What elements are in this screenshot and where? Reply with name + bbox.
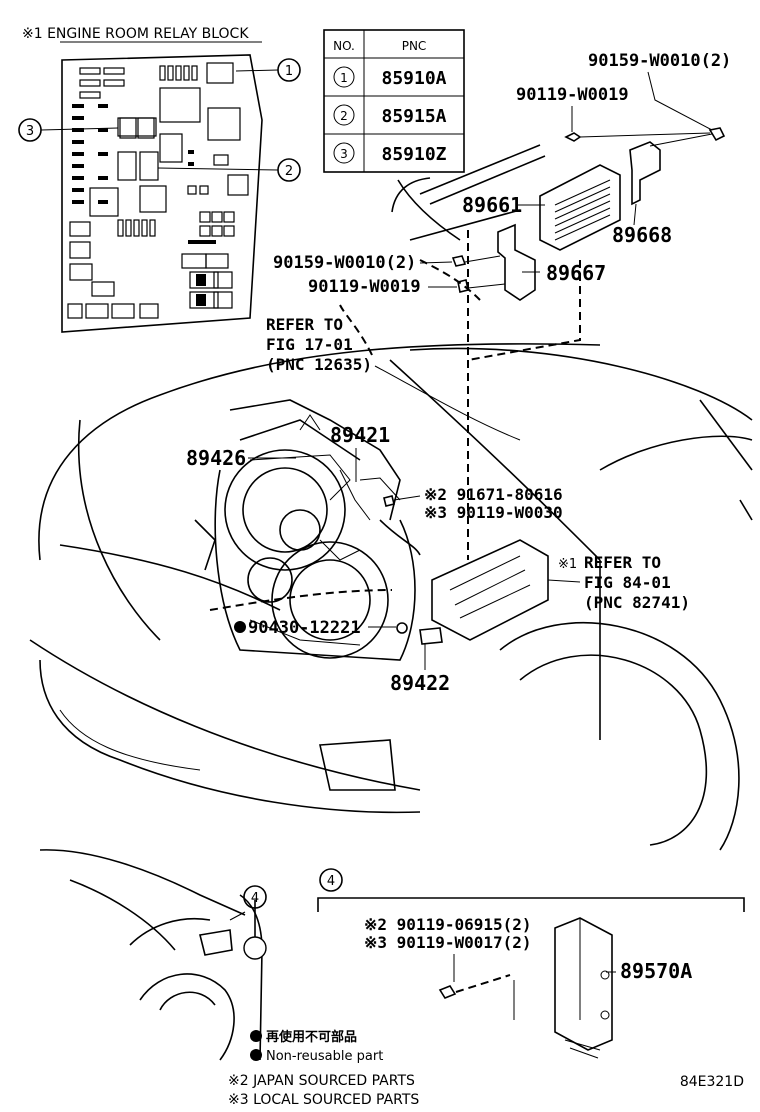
callout-2: 2 bbox=[285, 164, 293, 179]
label-90119-06915: ※2 90119-06915(2) bbox=[364, 915, 532, 934]
pnc-row-no: 3 bbox=[340, 147, 348, 161]
non-reusable-dot bbox=[234, 621, 246, 633]
pnc-row-value: 85910Z bbox=[381, 144, 446, 165]
relay-block-drawing bbox=[61, 54, 263, 333]
relay-block-title: ※1 ENGINE ROOM RELAY BLOCK bbox=[22, 26, 249, 42]
label-90430: 90430-12221 bbox=[248, 618, 361, 638]
engine-drawing bbox=[194, 399, 421, 661]
callout-3: 3 bbox=[26, 124, 34, 139]
label-89667: 89667 bbox=[546, 261, 606, 285]
legend-dot-en bbox=[250, 1049, 262, 1061]
car-body-outline bbox=[29, 144, 753, 851]
pnc-table: NO. PNC 1 85910A 2 85915A 3 85910Z bbox=[323, 29, 465, 173]
label-90119-w0017: ※3 90119-W0017(2) bbox=[364, 933, 532, 952]
legend-dot-jp bbox=[250, 1030, 262, 1042]
label-90119-top: 90119-W0019 bbox=[516, 85, 629, 105]
pnc-row-value: 85910A bbox=[381, 68, 446, 89]
pnc-row-value: 85915A bbox=[381, 106, 446, 127]
label-91671: ※2 91671-80616 bbox=[424, 485, 563, 504]
pnc-row-no: 2 bbox=[340, 109, 348, 123]
label-89570a: 89570A bbox=[620, 959, 692, 983]
refer-2-line2: FIG 84-01 bbox=[584, 573, 671, 592]
label-89668: 89668 bbox=[612, 223, 672, 247]
label-90159-top: 90159-W0010(2) bbox=[588, 51, 731, 71]
callout-1: 1 bbox=[285, 64, 293, 79]
ecu-89661-drawing bbox=[539, 164, 621, 251]
diagram-id: 84E321D bbox=[680, 1074, 744, 1090]
label-90119-w0030: ※3 90119-W0030 bbox=[424, 503, 563, 522]
label-89661: 89661 bbox=[462, 193, 522, 217]
module-89570a-drawing bbox=[554, 917, 613, 1059]
refer-1-line3: (PNC 12635) bbox=[266, 355, 372, 374]
label-89422: 89422 bbox=[390, 671, 450, 695]
refer-1-line1: REFER TO bbox=[266, 315, 343, 334]
pnc-row-no: 1 bbox=[340, 71, 348, 85]
refer-2-line1: REFER TO bbox=[584, 553, 661, 572]
label-90159-mid: 90159-W0010(2) bbox=[273, 253, 416, 273]
legend-local-sourced: ※3 LOCAL SOURCED PARTS bbox=[228, 1092, 419, 1108]
refer-2-prefix: ※1 bbox=[558, 557, 577, 572]
legend-japan-sourced: ※2 JAPAN SOURCED PARTS bbox=[228, 1073, 415, 1089]
label-89421: 89421 bbox=[330, 423, 390, 447]
legend-non-reusable-jp: 再使用不可部品 bbox=[266, 1029, 357, 1045]
rear-car-drawing bbox=[39, 849, 263, 1061]
pnc-table-header-no: NO. bbox=[333, 39, 355, 53]
label-89426: 89426 bbox=[186, 446, 246, 470]
fuse-box-drawing bbox=[431, 539, 549, 641]
refer-2-line3: (PNC 82741) bbox=[584, 593, 690, 612]
legend-non-reusable-en: Non-reusable part bbox=[266, 1049, 383, 1064]
callout-4-section: 4 bbox=[327, 874, 335, 889]
refer-1-line2: FIG 17-01 bbox=[266, 335, 353, 354]
label-90119-mid: 90119-W0019 bbox=[308, 277, 421, 297]
pnc-table-header-pnc: PNC bbox=[402, 39, 427, 53]
fuel-lid-marker bbox=[243, 936, 267, 960]
callout-4-rear: 4 bbox=[251, 891, 259, 906]
